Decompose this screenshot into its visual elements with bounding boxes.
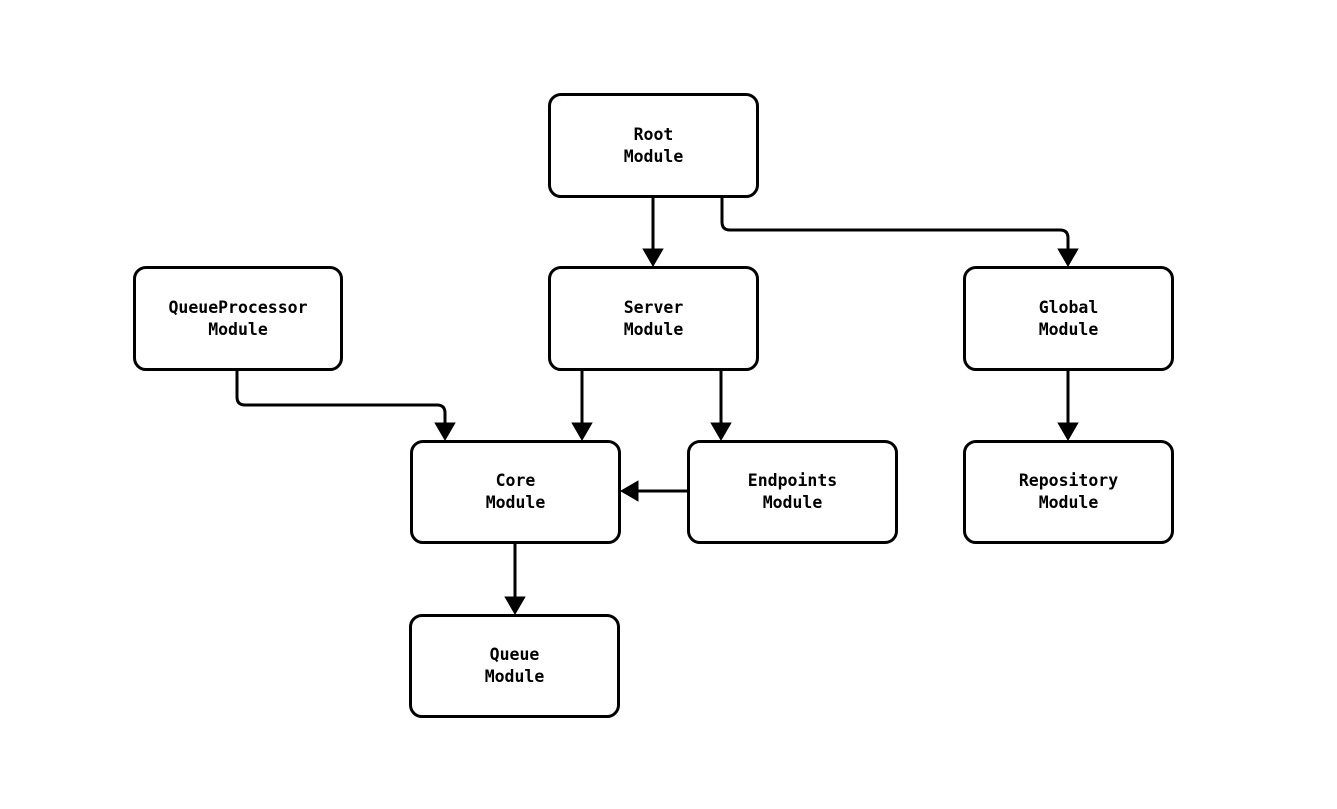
- edge-root-to-global: [720, 198, 1079, 267]
- edges-group: [235, 198, 1079, 615]
- node-label-line2: Module: [623, 319, 684, 339]
- node-label-line2: Module: [208, 319, 268, 339]
- node-label-line2: Module: [1038, 319, 1099, 339]
- node-label-line1: Global: [1038, 297, 1099, 317]
- node-label-line1: Queue: [489, 645, 540, 664]
- edge-queueprocessor-to-core: [235, 371, 456, 441]
- node-label-line1: QueueProcessor: [168, 297, 308, 317]
- node-label-line1: Repository: [1018, 471, 1119, 490]
- node-label-line2: Module: [762, 493, 823, 512]
- node-label-line2: Module: [1038, 493, 1099, 512]
- node-label-line1: Endpoints: [747, 471, 838, 490]
- node-label-line1: Core: [495, 471, 536, 490]
- node-label-line2: Module: [623, 146, 684, 166]
- node-label-line2: Module: [484, 667, 545, 686]
- node-label-line1: Server: [623, 297, 684, 317]
- node-label-line2: Module: [485, 493, 546, 512]
- node-label-line1: Root: [633, 124, 674, 144]
